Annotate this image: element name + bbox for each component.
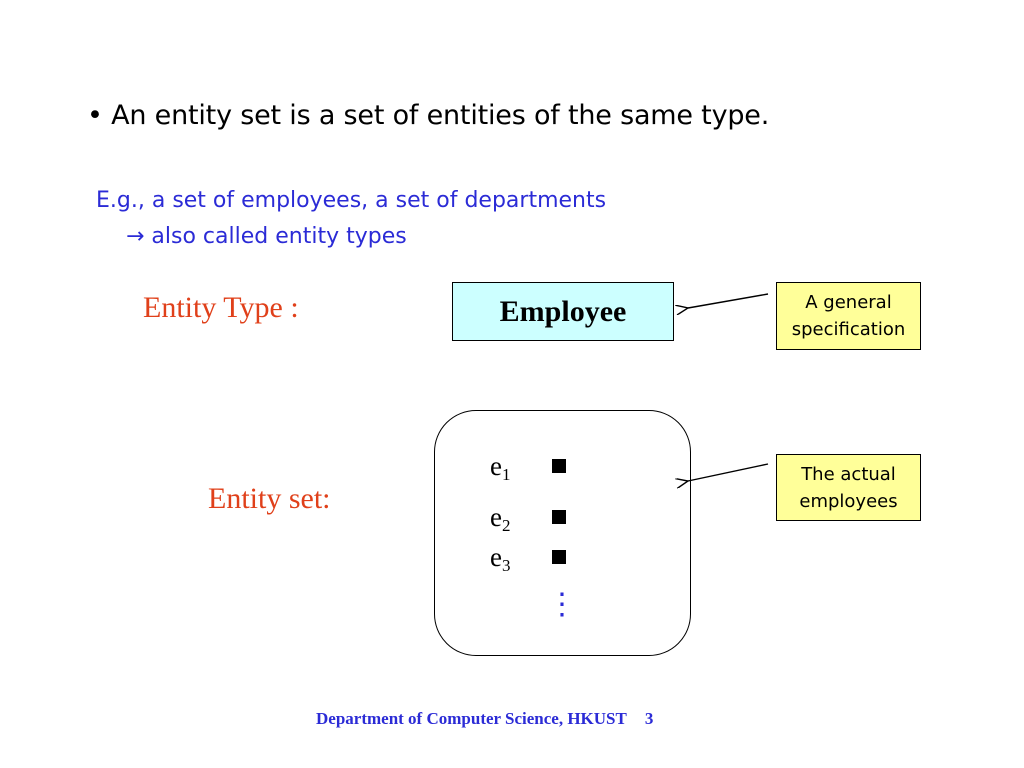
employee-entity-label: Employee [499, 294, 627, 328]
example-text: E.g., a set of employees, a set of depar… [96, 188, 607, 213]
entity-set-box: e1 e2 e3 ⋮ [434, 410, 691, 656]
employee-entity-box: Employee [452, 282, 674, 341]
member-e2-marker [552, 510, 566, 524]
arrow-to-entity-set [688, 463, 769, 481]
member-e1: e1 [490, 451, 511, 484]
general-specification-note: A general specification [776, 282, 921, 350]
page-number: 3 [644, 709, 654, 728]
actual-employees-text: The actual employees [799, 463, 898, 512]
also-called-text: → also called entity types [126, 224, 407, 249]
member-e1-marker [552, 459, 566, 473]
actual-employees-note: The actual employees [776, 454, 921, 521]
entity-type-label: Entity Type : [143, 291, 299, 324]
member-e3-marker [552, 550, 566, 564]
footer-department: Department of Computer Science, HKUST [316, 709, 627, 728]
member-e3: e3 [490, 542, 511, 575]
footer: Department of Computer Science, HKUST 3 [316, 709, 653, 729]
member-e2: e2 [490, 502, 511, 535]
general-specification-text: A general specification [791, 292, 906, 340]
entity-set-label: Entity set: [208, 482, 331, 515]
bullet-text: • An entity set is a set of entities of … [87, 100, 770, 131]
arrow-to-employee-box [688, 293, 769, 308]
